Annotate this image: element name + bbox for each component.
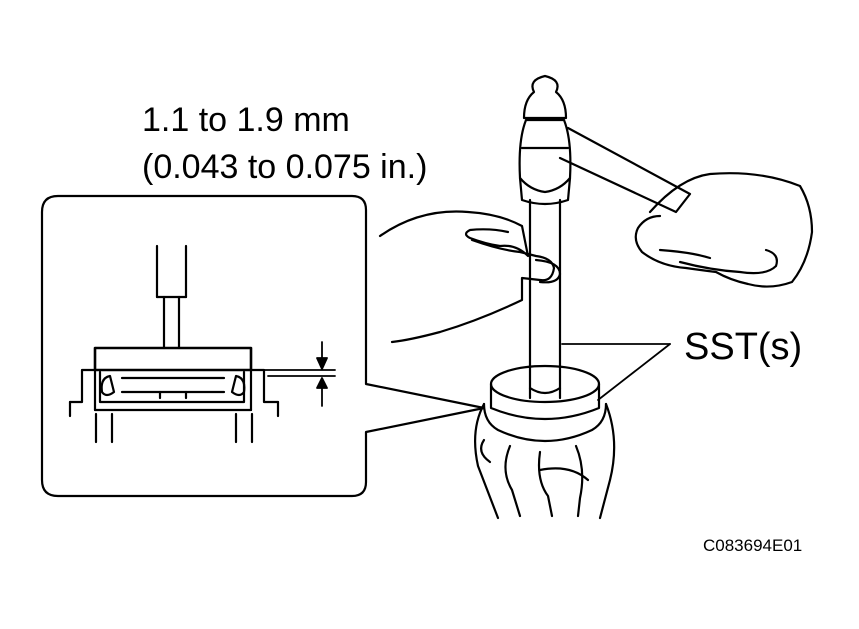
sst-shaft xyxy=(528,198,562,400)
hammer-icon xyxy=(518,74,692,214)
sst-leader-lines xyxy=(561,343,671,401)
hand-icon xyxy=(634,172,814,288)
sst-label: SST(s) xyxy=(684,326,803,368)
inset-installer-plate xyxy=(93,346,253,372)
spec-dimension-in: (0.043 to 0.075 in.) xyxy=(142,148,428,186)
hand-icon xyxy=(658,248,778,275)
hand-icon xyxy=(378,210,556,344)
detail-callout-frame xyxy=(40,194,486,498)
steering-housing-icon xyxy=(474,402,616,520)
figure-code: C083694E01 xyxy=(703,536,803,555)
spec-dimension-mm: 1.1 to 1.9 mm xyxy=(142,101,350,139)
dimension-marker xyxy=(254,341,336,407)
oil-seal-detail-icon xyxy=(68,368,280,444)
sst-installer-cup xyxy=(489,364,601,421)
inset-tool-shaft xyxy=(155,244,188,350)
